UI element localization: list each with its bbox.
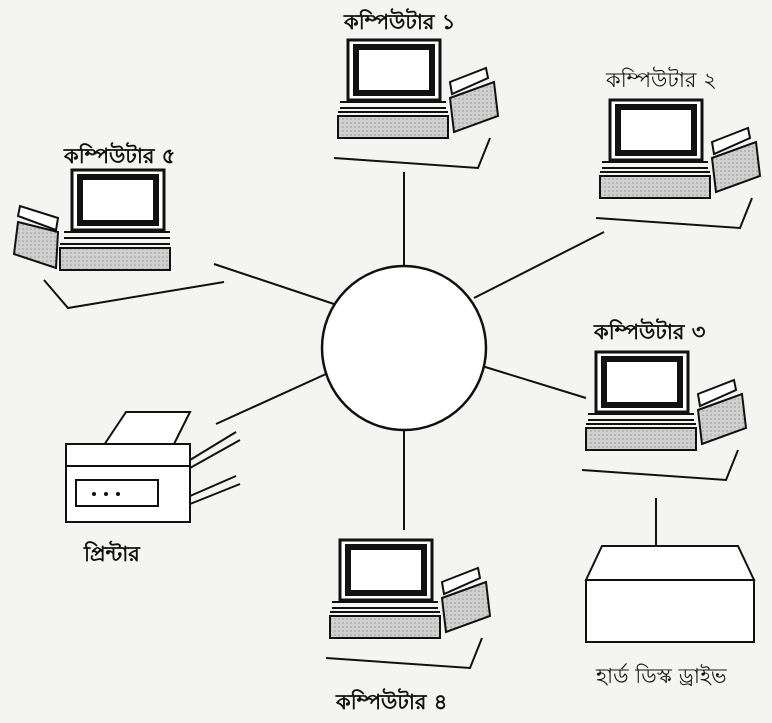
hard-disk-label: হার্ড ডিস্ক ড্রাইভ xyxy=(596,664,727,688)
link-computer5 xyxy=(213,263,335,305)
link-computer2 xyxy=(473,231,605,299)
links xyxy=(213,172,605,530)
computer1-label: কম্পিউটার ১ xyxy=(344,10,456,34)
computer-3 xyxy=(582,352,746,480)
link-printer xyxy=(215,373,327,425)
computer-1 xyxy=(334,40,498,168)
computer-5 xyxy=(14,170,224,308)
computer5-label: কম্পিউটার ৫ xyxy=(64,144,176,168)
printer-label: প্রিন্টার xyxy=(84,542,140,566)
link-computer3 xyxy=(481,365,587,399)
computer-4 xyxy=(326,540,490,668)
computer4-label: কম্পিউটার ৪ xyxy=(336,690,448,714)
computer3-label: কম্পিউটার ৩ xyxy=(594,320,706,344)
hard-disk-icon xyxy=(584,498,756,643)
printer-icon xyxy=(65,411,241,523)
computer-2 xyxy=(596,100,760,228)
hub-circle xyxy=(320,264,488,432)
computer2-label: কম্পিউটার ২ xyxy=(606,68,717,92)
